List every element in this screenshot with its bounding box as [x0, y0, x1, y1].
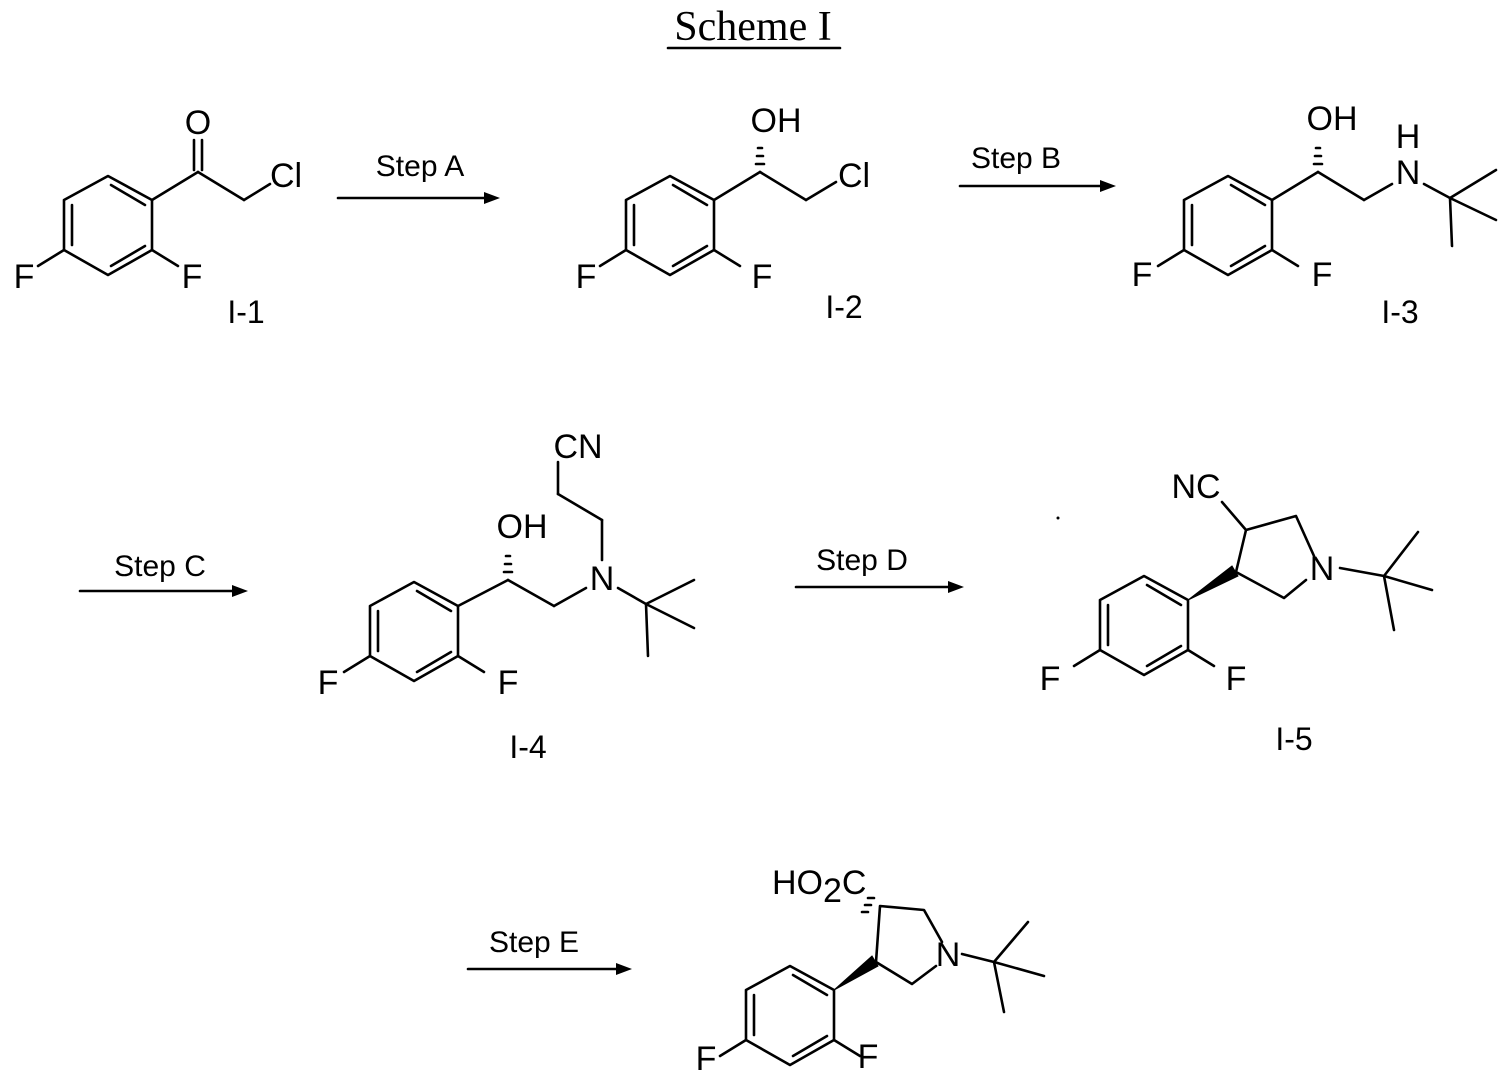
fluorine-2-label: F — [1226, 660, 1247, 698]
nitrogen-label: N — [936, 936, 961, 974]
compound-i1: O Cl F F I-1 — [14, 104, 303, 330]
nitrogen-label: N — [1396, 154, 1421, 192]
compound-i3: OH H N F F I-3 — [1132, 100, 1496, 330]
fluorine-2-label: F — [498, 664, 519, 702]
fluorine-4-label: F — [696, 1040, 717, 1078]
amine-hydrogen-label: H — [1396, 118, 1421, 156]
compound-label: I-2 — [825, 289, 862, 325]
hydroxyl-label: OH — [751, 102, 802, 140]
compound-label: I-3 — [1381, 294, 1418, 330]
arrow-step-e: Step E — [468, 926, 632, 975]
compound-i5: NC N F F I-5 — [1040, 468, 1432, 757]
step-label: Step E — [489, 926, 579, 959]
arrow-step-c: Step C — [80, 550, 248, 597]
hydroxyl-label: OH — [1307, 100, 1358, 138]
step-label: Step C — [114, 550, 206, 583]
stray-dot — [1057, 517, 1060, 520]
arrow-step-d: Step D — [796, 544, 964, 593]
fluorine-2-label: F — [858, 1038, 879, 1076]
nitrile-label: NC — [1171, 468, 1220, 506]
hydroxyl-label: OH — [497, 508, 548, 546]
compound-i4: OH CN N F F I-4 — [318, 428, 694, 765]
step-label: Step B — [971, 142, 1061, 175]
fluorine-2-label: F — [752, 258, 773, 296]
step-label: Step D — [816, 544, 908, 577]
arrow-step-b: Step B — [960, 142, 1116, 192]
fluorine-2-label: F — [182, 258, 203, 296]
compound-i2: OH Cl F F I-2 — [576, 102, 871, 325]
chlorine-label: Cl — [838, 157, 870, 195]
nitrogen-label: N — [590, 560, 615, 598]
compound-label: I-4 — [509, 729, 546, 765]
compound-label: I-1 — [227, 294, 264, 330]
carboxylic-acid-label: HO2C — [772, 864, 866, 910]
chlorine-label: Cl — [270, 157, 302, 195]
fluorine-4-label: F — [1132, 256, 1153, 294]
arrow-step-a: Step A — [338, 150, 500, 204]
fluorine-4-label: F — [576, 258, 597, 296]
fluorine-4-label: F — [318, 664, 339, 702]
scheme-title: Scheme I — [674, 4, 831, 50]
nitrogen-label: N — [1310, 550, 1335, 588]
nitrile-label: CN — [553, 428, 602, 466]
fluorine-4-label: F — [1040, 660, 1061, 698]
compound-label: I-5 — [1275, 721, 1312, 757]
step-label: Step A — [376, 150, 464, 183]
fluorine-2-label: F — [1312, 256, 1333, 294]
oxygen-label: O — [185, 104, 211, 142]
compound-final-acid: HO2C N F F — [696, 864, 1044, 1078]
fluorine-4-label: F — [14, 258, 35, 296]
